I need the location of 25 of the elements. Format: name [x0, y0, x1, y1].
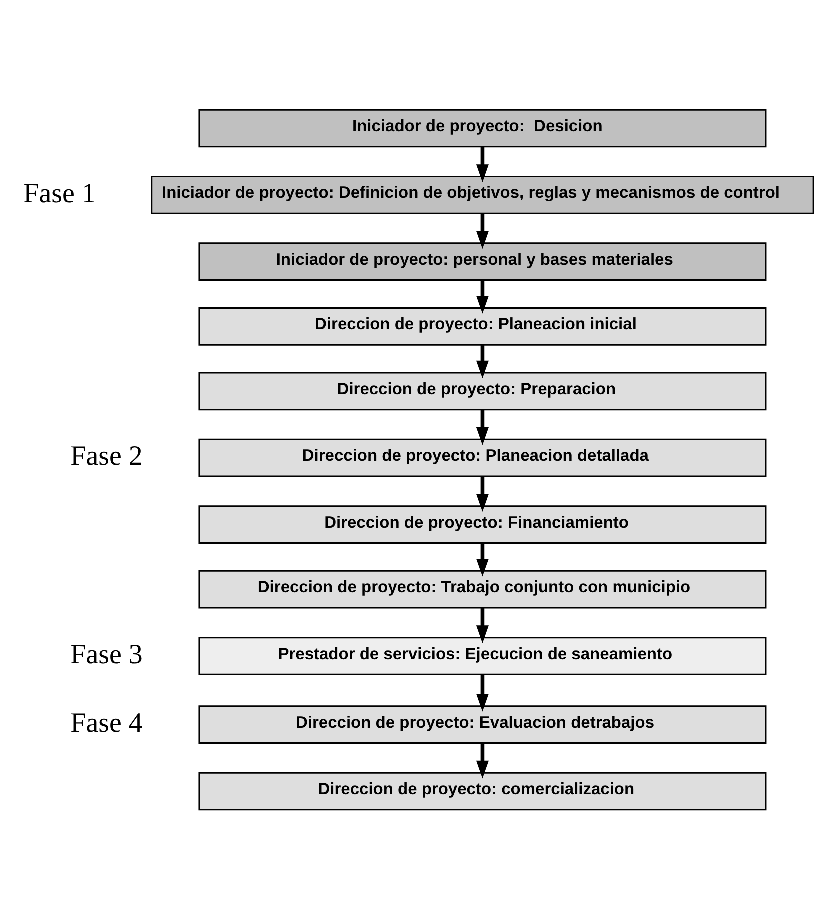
arrow	[476, 280, 489, 314]
arrow	[476, 608, 489, 643]
node-box: Direccion de proyecto: Trabajo conjunto con municipio	[198, 570, 767, 608]
arrow	[476, 344, 489, 378]
arrow	[476, 542, 489, 576]
arrow	[476, 476, 489, 512]
arrow	[476, 213, 489, 249]
label: Fase 3	[70, 638, 143, 670]
node-box: Direccion de proyecto: Planeacion detallada	[198, 438, 767, 477]
node-box: Direccion de proyecto: Evaluacion detrabajos	[198, 705, 767, 744]
arrow	[476, 742, 489, 778]
node-box: Prestador de servicios: Ejecucion de saneamiento	[198, 636, 767, 675]
label: Fase 4	[70, 707, 143, 738]
node-box: Iniciador de proyecto: personal y bases materiales	[198, 242, 767, 281]
node-box: Direccion de proyecto: Planeacion inicial	[198, 306, 767, 346]
node-box: Iniciador de proyecto: Desicion	[198, 108, 767, 148]
arrow	[476, 146, 489, 182]
label: Fase 2	[70, 440, 143, 472]
label: Fase 1	[24, 178, 96, 209]
node-box: Direccion de proyecto: Financiamiento	[198, 505, 767, 544]
node-box: Direccion de proyecto: comercializacion	[198, 772, 767, 810]
arrow	[476, 674, 489, 712]
node-box: Direccion de proyecto: Preparacion	[198, 372, 767, 410]
node-box: Iniciador de proyecto: Definicion de objetivos, reglas y mecanismos de control	[151, 176, 814, 214]
arrow	[476, 409, 489, 445]
